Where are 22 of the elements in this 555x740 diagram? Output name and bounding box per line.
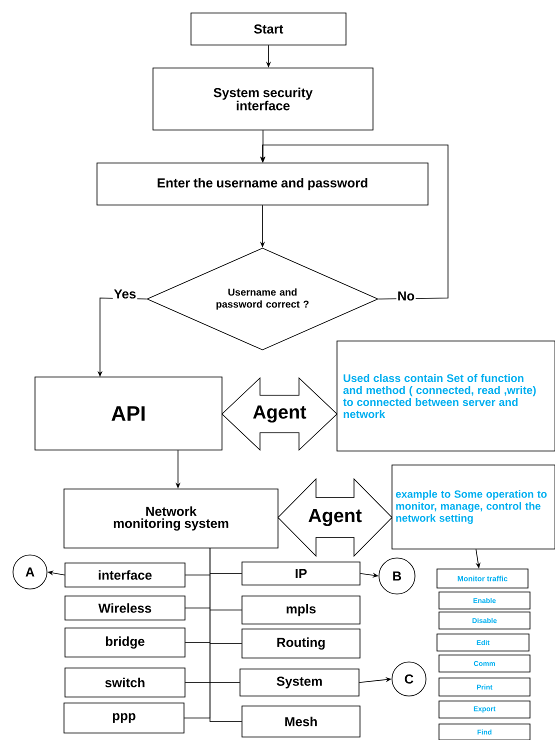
start-box: Start xyxy=(190,12,346,46)
module-box: Mesh xyxy=(242,706,360,738)
module-box: ppp xyxy=(64,702,184,734)
note-box: example to Some operation to monitor, manage, control the network setting xyxy=(392,464,555,550)
edge-label: No xyxy=(396,290,416,302)
edge-label: Agent xyxy=(308,508,362,526)
module-box: bridge xyxy=(64,628,186,658)
process-box: Enter the username and password xyxy=(96,162,428,206)
module-box: interface xyxy=(64,562,186,588)
process-box: API xyxy=(34,376,222,450)
module-box: switch xyxy=(64,668,186,698)
process-box: System security interface xyxy=(152,68,374,130)
edge-label: Yes xyxy=(112,288,138,300)
module-box: System xyxy=(240,668,360,696)
module-box: Routing xyxy=(242,628,360,658)
module-box: IP xyxy=(242,562,360,586)
module-box: mpls xyxy=(242,596,360,624)
edge-label: Agent xyxy=(253,405,306,423)
module-box: Wireless xyxy=(64,596,186,620)
connector-line xyxy=(210,548,242,722)
note-box: Used class contain Set of function and method ( connected, read ,write) to connected between server and network xyxy=(336,340,555,452)
process-box: Network monitoring system xyxy=(64,488,278,548)
